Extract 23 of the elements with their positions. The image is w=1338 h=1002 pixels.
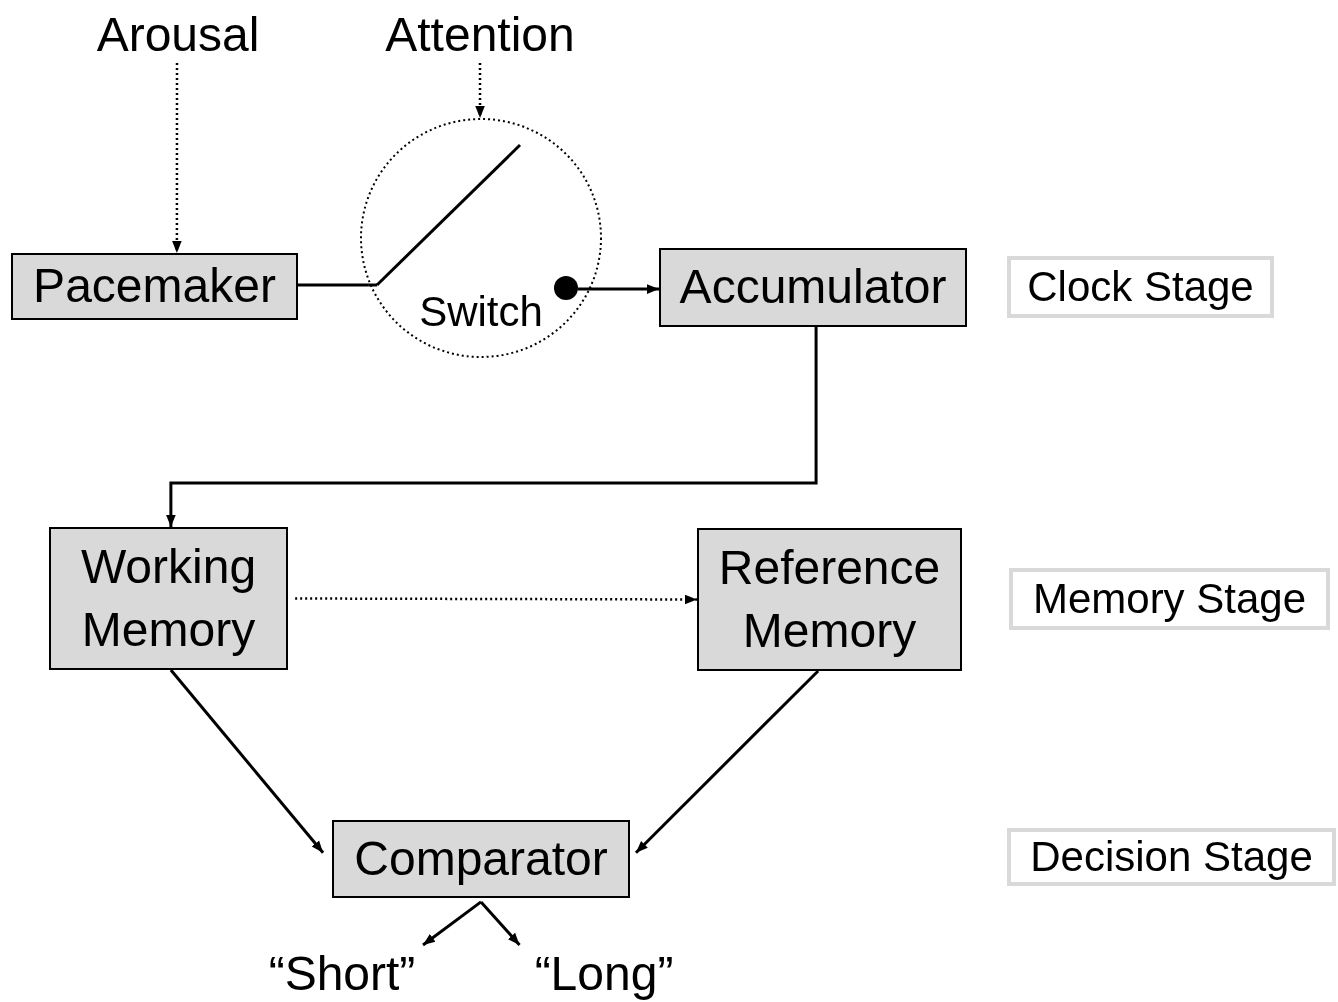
arrow <box>422 900 482 947</box>
process-box: Comparator <box>332 820 630 898</box>
dotted-arrow <box>172 63 182 253</box>
arrow <box>479 900 521 946</box>
dotted-arrow <box>295 594 697 605</box>
arrow <box>169 669 325 854</box>
switch-label: Switch <box>418 288 544 336</box>
arrow <box>634 669 820 854</box>
stage-label-box: Clock Stage <box>1007 256 1274 318</box>
arrow <box>577 284 659 294</box>
process-box: Accumulator <box>659 248 967 327</box>
input-label: Attention <box>366 5 594 63</box>
input-label: “Short” <box>252 945 432 1001</box>
process-box: Working Memory <box>49 527 288 670</box>
dotted-arrow <box>475 63 485 118</box>
connector-line <box>298 283 369 287</box>
input-label: “Long” <box>516 945 692 1001</box>
stage-label-box: Memory Stage <box>1009 568 1330 630</box>
stage-label-box: Decision Stage <box>1007 828 1336 886</box>
process-box: Pacemaker <box>11 253 298 320</box>
arrow <box>166 327 818 527</box>
input-label: Arousal <box>78 5 278 63</box>
process-box: Reference Memory <box>697 528 962 671</box>
